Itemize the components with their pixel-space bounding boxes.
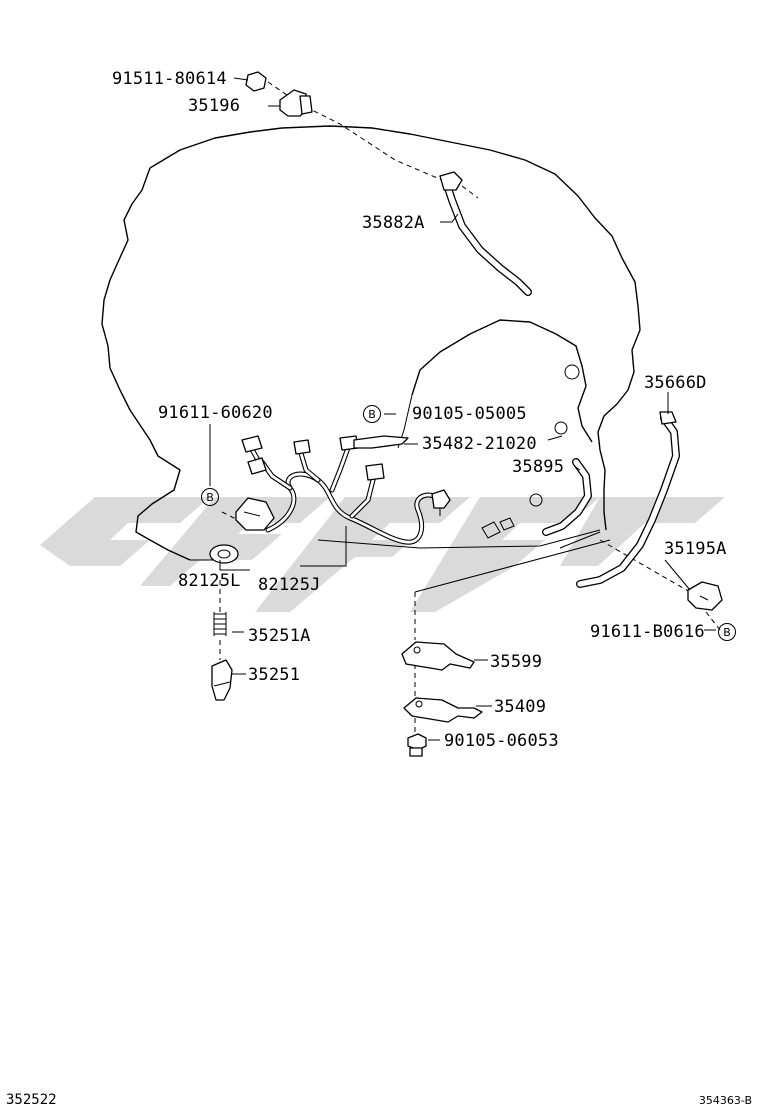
footer-left-code: 352522 <box>6 1092 57 1108</box>
callout-35482-21020: 35482-21020 <box>422 434 537 454</box>
callout-35195A: 35195A <box>664 539 727 559</box>
callout-90105-05005: 90105-05005 <box>412 404 527 424</box>
hose-35882A <box>439 171 532 296</box>
callout-35666D: 35666D <box>644 373 707 393</box>
callout-82125L: 82125L <box>178 571 241 591</box>
bracket-35196 <box>245 71 313 117</box>
callout-35196: 35196 <box>188 96 240 116</box>
hose-35666D <box>576 411 680 588</box>
bracket-35195A <box>687 581 723 611</box>
marker-b-2-text: B <box>206 491 214 504</box>
bolt-90105-06053 <box>407 733 427 757</box>
callout-35882A: 35882A <box>362 213 425 233</box>
wire-harness <box>241 435 451 545</box>
callout-82125J: 82125J <box>258 575 321 595</box>
callout-91511-80614: 91511-80614 <box>112 69 227 89</box>
plate-35599 <box>401 641 475 671</box>
callout-91611-60620: 91611-60620 <box>158 403 273 423</box>
watermark-logo <box>40 497 725 612</box>
transmission-case-outline <box>101 125 641 561</box>
callout-35251A: 35251A <box>248 626 311 646</box>
plate-35409 <box>403 697 483 723</box>
marker-b-3: B <box>718 623 736 641</box>
callout-91611-B0616: 91611-B0616 <box>590 622 705 642</box>
marker-b-1-text: B <box>368 408 376 421</box>
callout-35599: 35599 <box>490 652 542 672</box>
spring-35251A <box>213 612 227 636</box>
callout-leaders <box>209 77 716 741</box>
footer-right-code: 354363-B <box>699 1094 752 1107</box>
callout-35251: 35251 <box>248 665 300 685</box>
callout-35409: 35409 <box>494 697 546 717</box>
callout-35895: 35895 <box>512 457 564 477</box>
sensor-connector <box>209 497 275 564</box>
callout-90105-06053: 90105-06053 <box>444 731 559 751</box>
marker-b-3-text: B <box>723 626 731 639</box>
hose-35895 <box>542 458 592 536</box>
part-35251 <box>211 659 233 701</box>
marker-b-1: B <box>363 405 381 423</box>
marker-b-2: B <box>201 488 219 506</box>
